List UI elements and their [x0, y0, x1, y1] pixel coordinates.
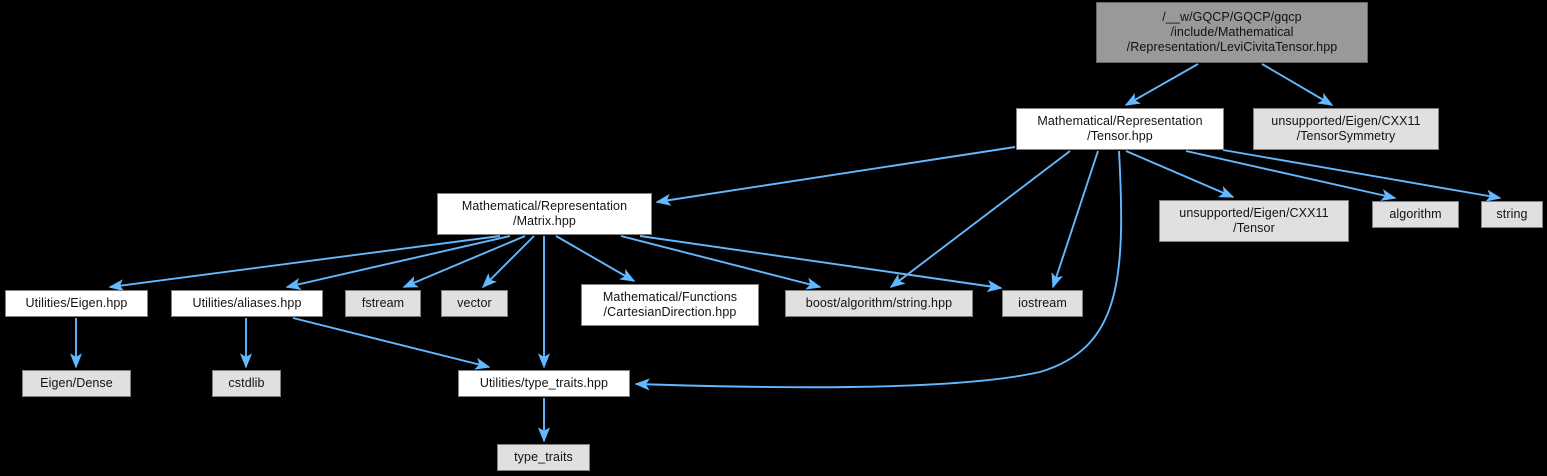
graph-node-fstream[interactable]: fstream — [345, 290, 421, 317]
graph-node-label: algorithm — [1389, 207, 1442, 221]
graph-node-label: unsupported/Eigen/CXX11 /TensorSymmetry — [1271, 114, 1421, 143]
graph-node-label: iostream — [1018, 296, 1067, 310]
graph-node-utilities_aliases_hpp[interactable]: Utilities/aliases.hpp — [171, 290, 323, 317]
edge-tensor_hpp-to-algorithm — [1185, 150, 1397, 201]
graph-node-matrix_hpp[interactable]: Mathematical/Representation /Matrix.hpp — [437, 193, 652, 235]
graph-node-label: Eigen/Dense — [40, 376, 113, 390]
edge-matrix_hpp-to-fstream — [402, 235, 526, 288]
graph-node-label: Utilities/Eigen.hpp — [25, 296, 128, 310]
edge-utilities_aliases_hpp-to-utilities_type_traits_hpp — [292, 317, 491, 370]
graph-node-label: /__w/GQCP/GQCP/gqcp /include/Mathematica… — [1126, 10, 1338, 54]
edge-tensor_hpp-to-iostream — [1051, 150, 1099, 289]
edge-root-to-tensor_symmetry — [1261, 63, 1334, 106]
graph-node-boost_algorithm_string[interactable]: boost/algorithm/string.hpp — [785, 290, 973, 317]
graph-node-label: cstdlib — [228, 376, 265, 390]
graph-node-utilities_type_traits_hpp[interactable]: Utilities/type_traits.hpp — [458, 370, 630, 397]
graph-node-cartesian_direction_hpp[interactable]: Mathematical/Functions /CartesianDirecti… — [581, 284, 759, 326]
graph-node-label: string — [1496, 207, 1528, 221]
graph-node-label: boost/algorithm/string.hpp — [805, 296, 953, 310]
graph-node-tensor_symmetry[interactable]: unsupported/Eigen/CXX11 /TensorSymmetry — [1253, 108, 1439, 150]
edge-matrix_hpp-to-cartesian_direction_hpp — [555, 235, 636, 282]
edge-matrix_hpp-to-iostream — [639, 235, 1003, 293]
edge-tensor_hpp-to-utilities_type_traits_hpp — [634, 150, 1123, 391]
graph-node-utilities_eigen_hpp[interactable]: Utilities/Eigen.hpp — [5, 290, 148, 317]
edge-tensor_hpp-to-string — [1222, 149, 1502, 202]
graph-node-cstdlib[interactable]: cstdlib — [212, 370, 281, 397]
graph-node-label: Utilities/type_traits.hpp — [479, 376, 609, 390]
edge-tensor_hpp-to-eigen_cxx11_tensor — [1125, 150, 1235, 198]
graph-node-label: Mathematical/Representation /Tensor.hpp — [1037, 114, 1203, 143]
graph-node-iostream[interactable]: iostream — [1002, 290, 1083, 317]
graph-node-type_traits[interactable]: type_traits — [497, 444, 590, 471]
graph-node-eigen_dense[interactable]: Eigen/Dense — [22, 370, 131, 397]
edge-tensor_hpp-to-matrix_hpp — [655, 146, 1016, 206]
graph-node-vector[interactable]: vector — [441, 290, 508, 317]
graph-node-label: vector — [457, 296, 492, 310]
graph-node-string[interactable]: string — [1481, 201, 1543, 228]
graph-node-label: Utilities/aliases.hpp — [192, 296, 302, 310]
edge-matrix_hpp-to-utilities_eigen_hpp — [108, 235, 501, 292]
edge-matrix_hpp-to-boost_algorithm_string — [620, 235, 822, 290]
graph-node-algorithm[interactable]: algorithm — [1372, 201, 1459, 228]
edge-matrix_hpp-to-utilities_aliases_hpp — [285, 235, 511, 290]
graph-node-label: fstream — [361, 296, 405, 310]
graph-node-eigen_cxx11_tensor[interactable]: unsupported/Eigen/CXX11 /Tensor — [1159, 200, 1349, 242]
edge-matrix_hpp-to-vector — [481, 235, 535, 289]
graph-node-label: unsupported/Eigen/CXX11 /Tensor — [1179, 206, 1329, 235]
graph-node-label: type_traits — [514, 450, 573, 464]
graph-node-label: Mathematical/Representation /Matrix.hpp — [461, 199, 628, 228]
graph-node-root: /__w/GQCP/GQCP/gqcp /include/Mathematica… — [1096, 2, 1368, 63]
edge-root-to-tensor_hpp — [1124, 63, 1199, 106]
edge-tensor_hpp-to-boost_algorithm_string — [889, 150, 1071, 288]
graph-node-label: Mathematical/Functions /CartesianDirecti… — [602, 290, 738, 319]
graph-node-tensor_hpp[interactable]: Mathematical/Representation /Tensor.hpp — [1016, 108, 1224, 150]
